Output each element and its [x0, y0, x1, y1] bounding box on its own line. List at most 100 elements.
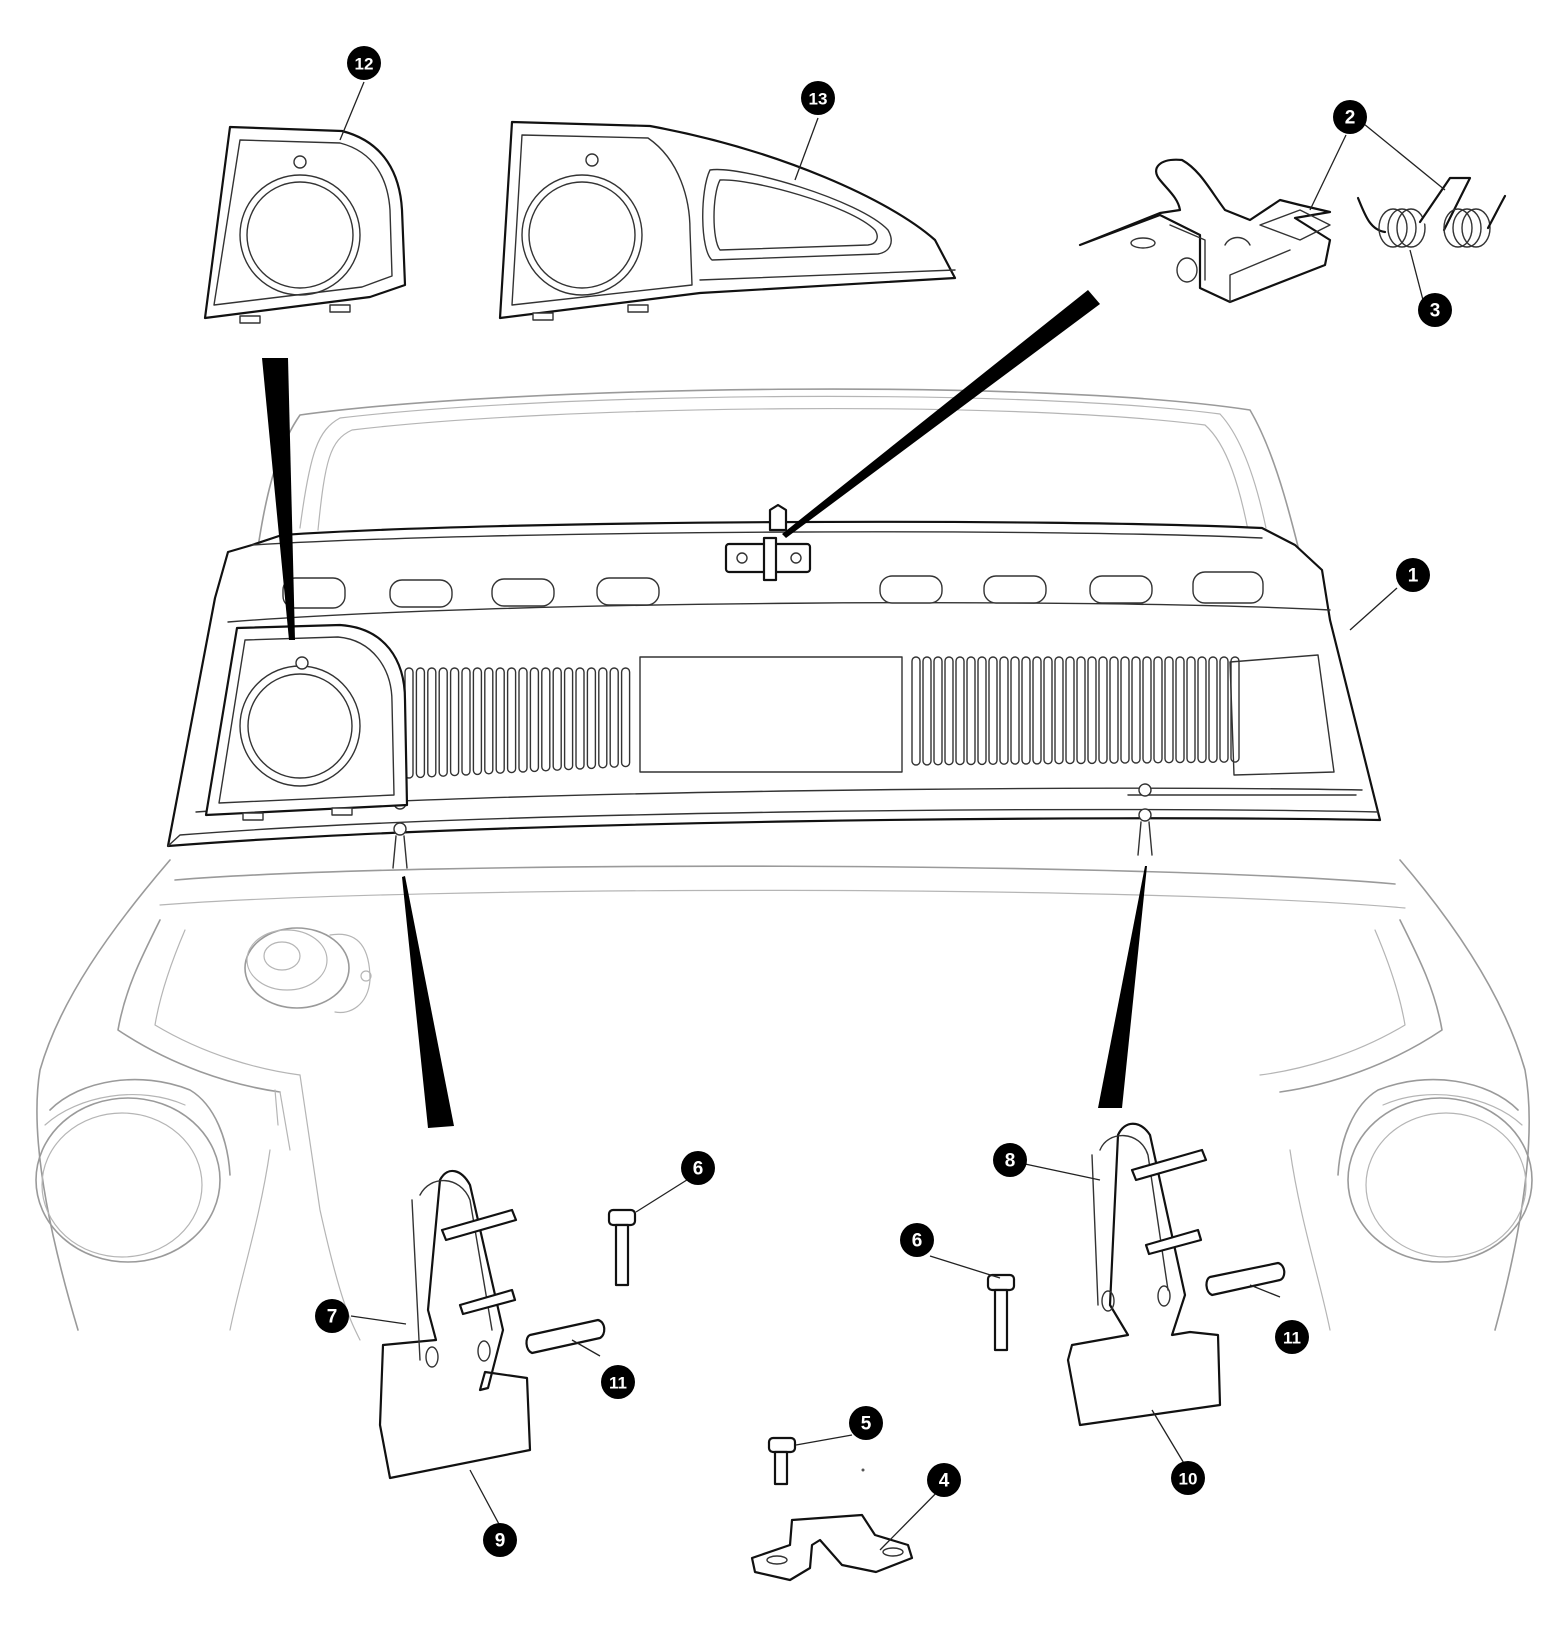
callout-5-label: 5 [861, 1414, 872, 1435]
hinge-right [1066, 1122, 1222, 1427]
callout-2-label: 2 [1345, 108, 1356, 129]
grille-louvre [1109, 656, 1119, 764]
grille-louvre [438, 667, 448, 777]
grille-louvre [575, 667, 585, 770]
callout-4-label: 4 [939, 1471, 950, 1492]
grille-louvre [1032, 656, 1042, 765]
callout-7-label: 7 [327, 1307, 338, 1328]
grille-louvre [506, 667, 517, 774]
grille-louvre [977, 656, 987, 766]
grille-louvre [529, 667, 540, 773]
callout-13: 13 [801, 81, 835, 115]
callout-6-left-label: 6 [693, 1159, 704, 1180]
callout-8-label: 8 [1005, 1151, 1016, 1172]
callout-3-label: 3 [1430, 301, 1441, 322]
callout-4: 4 [927, 1463, 961, 1497]
pin-6-left [607, 1208, 637, 1287]
explode-pointers [262, 290, 1147, 1128]
leader-lines [339, 81, 1446, 1551]
callout-11-right: 11 [1275, 1320, 1309, 1354]
grille-louvre [988, 656, 998, 766]
torsion-springs [1356, 176, 1507, 248]
grille-louvre [484, 667, 494, 775]
callout-10: 10 [1171, 1461, 1205, 1495]
grille-louvre [563, 667, 574, 771]
grille-louvre [1153, 656, 1163, 764]
callout-1-label: 1 [1408, 566, 1419, 587]
callout-11-left: 11 [601, 1365, 635, 1399]
grille-louvres-left [404, 667, 631, 779]
callout-10-label: 10 [1179, 1470, 1198, 1489]
callout-12: 12 [347, 46, 381, 80]
pointer-to-catch [782, 290, 1100, 538]
grille-louvre [1076, 656, 1086, 765]
callout-7: 7 [315, 1299, 349, 1333]
callout-8: 8 [993, 1143, 1027, 1177]
grille-louvre [1131, 656, 1141, 764]
grille-louvre [518, 667, 528, 773]
hinge-left [378, 1169, 532, 1480]
grille-louvre [955, 656, 965, 766]
grille-louvre [1021, 656, 1031, 765]
callout-5: 5 [849, 1406, 883, 1440]
grille-louvre [1197, 656, 1207, 764]
grille-louvre [495, 667, 505, 774]
grille-louvre [427, 667, 437, 778]
callout-6-left: 6 [681, 1151, 715, 1185]
grille-louvre [472, 667, 483, 776]
callout-11-right-label: 11 [1283, 1329, 1301, 1348]
grille-louvre [598, 667, 608, 769]
grille-louvre [922, 656, 932, 766]
grille-louvre [1164, 656, 1174, 764]
grille-louvre [1120, 656, 1130, 764]
grille-louvre [620, 667, 631, 768]
pointer-to-right-hinge [1098, 866, 1147, 1108]
grille-louvre [1087, 656, 1097, 765]
grille-louvre [944, 656, 954, 766]
grille-louvre [609, 667, 619, 768]
callout-2: 2 [1333, 100, 1367, 134]
grille-louvre [1043, 656, 1053, 765]
grille-louvre [552, 667, 562, 771]
mounting-bracket [750, 1513, 914, 1582]
grille-louvre [449, 667, 460, 777]
grille-louvre [1065, 656, 1075, 765]
callout-9-label: 9 [495, 1531, 506, 1552]
vent-slots-top [282, 571, 1264, 609]
grille-louvre [1054, 656, 1064, 765]
grille-louvre [541, 667, 551, 772]
grille-louvre [461, 667, 471, 776]
callout-1: 1 [1396, 558, 1430, 592]
bolt-5 [767, 1436, 865, 1486]
grille-louvre [1219, 656, 1229, 763]
dowel-11-left [525, 1318, 606, 1355]
speaker-pod-fitted [204, 623, 409, 821]
speaker-panel-large [498, 120, 957, 321]
grille-louvre [1175, 656, 1185, 764]
vehicle-body-outline [35, 388, 1533, 1341]
grille-louvre [1010, 656, 1020, 765]
callout-13-label: 13 [809, 90, 828, 109]
grille-louvres-right [911, 656, 1240, 766]
pointer-to-left-hinge [402, 876, 454, 1128]
bonnet-catch [1078, 158, 1332, 304]
grille-louvre [586, 667, 597, 770]
dowel-11-right [1205, 1261, 1286, 1297]
callout-3: 3 [1418, 293, 1452, 327]
grille-louvre [911, 656, 921, 766]
callout-9: 9 [483, 1523, 517, 1557]
grille-louvre [999, 656, 1009, 765]
grille-louvre [1142, 656, 1152, 764]
grille-louvre [1186, 656, 1196, 764]
grille-louvre [933, 656, 943, 766]
grille-louvre [415, 667, 426, 779]
speaker-pod-small [203, 125, 407, 324]
callout-11-left-label: 11 [609, 1374, 627, 1393]
grille-louvre [966, 656, 976, 766]
pointer-to-pod [262, 358, 295, 640]
callout-12-label: 12 [355, 55, 374, 74]
callout-6-right: 6 [900, 1223, 934, 1257]
scuttle-panel [166, 503, 1382, 869]
callout-6-right-label: 6 [912, 1231, 923, 1252]
